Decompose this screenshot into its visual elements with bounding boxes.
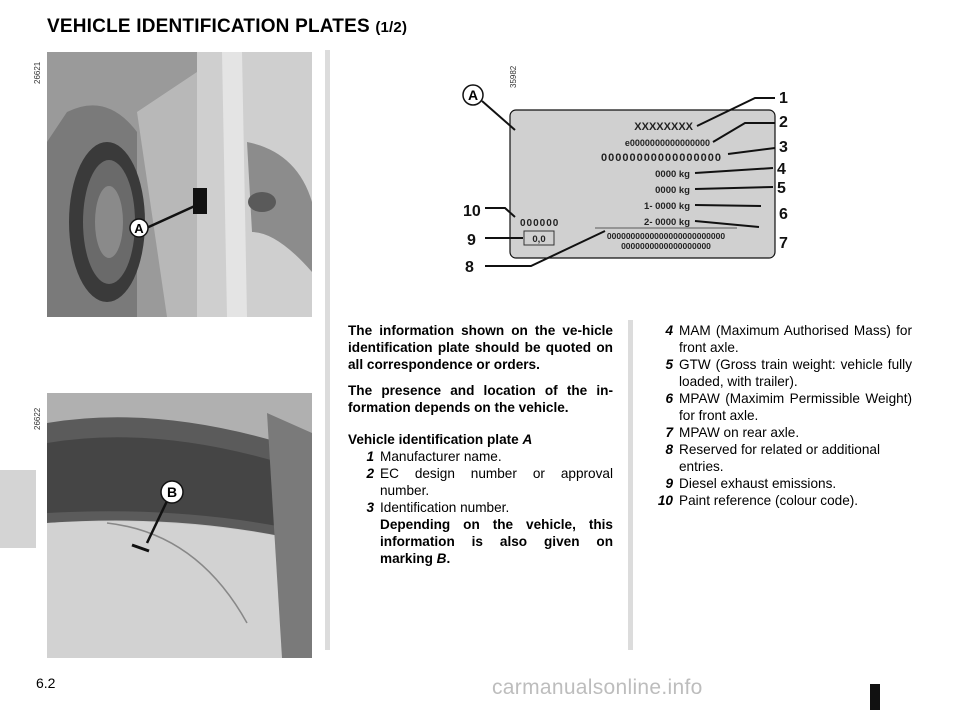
callout-4: 4 [777,161,786,178]
page-title-part: (1/2) [375,19,408,36]
plate-line-2: e0000000000000000 [625,138,710,148]
callout-7: 7 [779,235,788,252]
callout-9: 9 [467,232,476,249]
plate-emission-value: 0,0 [532,234,545,245]
column-divider-left [325,50,330,650]
plate-line-5: 0000 kg [655,185,690,196]
plate-line-6: 1- 0000 kg [644,201,690,212]
callout-3: 3 [779,139,788,156]
photo-code-bottom: 26622 [33,407,42,430]
plate-line-7: 2- 0000 kg [644,217,690,228]
callout-8: 8 [465,259,474,276]
intro-paragraph-1: The information shown on the ve-hicle id… [348,323,613,372]
plate-label-a: A [468,87,478,103]
photo-code-top: 26621 [33,61,42,84]
watermark: carmanualsonline.info [492,676,703,699]
plate-paint-code: 000000 [520,218,559,229]
marking-note: Depending on the vehicle, this informati… [380,517,613,566]
identification-plate-diagram: XXXXXXXX e0000000000000000 0000000000000… [455,55,815,285]
intro-paragraph-2: The presence and location of the in-form… [348,383,613,415]
callout-10: 10 [463,203,481,220]
column-divider-right [628,320,633,650]
plate-line-4: 0000 kg [655,169,690,180]
chapter-tab [0,470,36,548]
plate-line-1: XXXXXXXX [634,121,693,133]
windscreen-photo: B [47,393,312,658]
door-pillar-photo: A [47,52,312,317]
plate-line-8b: 0000000000000000000 [621,241,711,251]
corner-mark [870,684,880,710]
list-heading-ref: A [522,432,533,447]
page-number: 6.2 [36,675,56,691]
plate-line-8a: 0000000000000000000000000 [607,231,725,241]
photo-label-b: B [167,484,177,500]
callout-6: 6 [779,206,788,223]
plate-line-3: 00000000000000000 [601,152,722,164]
photo-label-a: A [134,221,144,236]
list-heading: Vehicle identification plate A [348,432,533,447]
diagram-code: 35982 [509,65,518,88]
text-column-left: The information shown on the ve-hicle id… [348,322,613,567]
callout-2: 2 [779,114,788,131]
callout-5: 5 [777,180,786,197]
callout-1: 1 [779,90,788,107]
page-title: VEHICLE IDENTIFICATION PLATES (1/2) [47,16,408,37]
